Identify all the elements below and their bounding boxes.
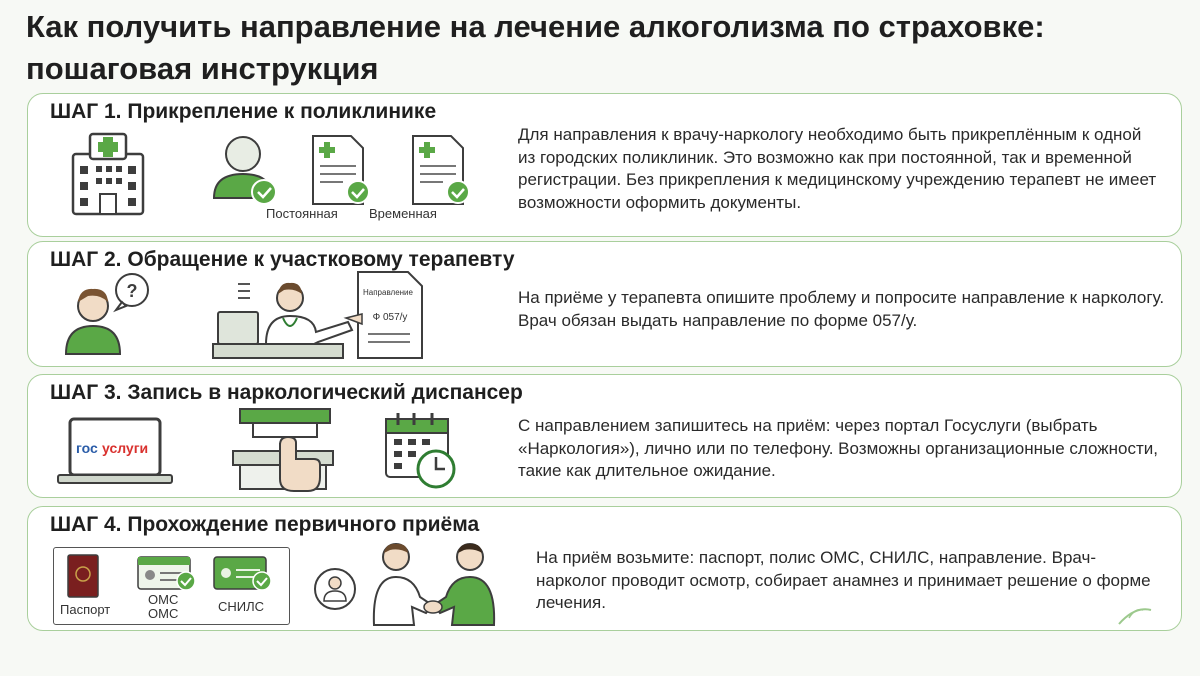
svg-text:?: ? <box>127 281 138 301</box>
caption-snils: СНИЛС <box>218 599 265 614</box>
passport-icon <box>67 554 99 598</box>
step-4-title: ШАГ 4. Прохождение первичного приёма <box>50 513 480 536</box>
doctor-badge-icon <box>314 568 356 610</box>
referral-document-icon: Направление Ф 057/у <box>343 271 423 359</box>
step-4-text: На приём возьмите: паспорт, полис ОМС, С… <box>536 548 1151 612</box>
caption-permanent: Постоянная <box>266 206 338 221</box>
step-4-illustrations <box>67 543 496 626</box>
gosuslugi-logo-part2: услуги <box>102 440 148 456</box>
step-3-card: ШАГ 3. Запись в наркологический диспансе… <box>27 374 1182 498</box>
referral-form: Ф 057/у <box>373 312 408 323</box>
step-3-text: С направлением запишитесь на приём: чере… <box>518 416 1158 480</box>
snils-card-icon <box>213 556 272 591</box>
step-2-card: ШАГ 2. Обращение к участковому терапевту… <box>27 241 1182 367</box>
caption-oms-2: ОМС <box>148 606 179 621</box>
referral-label: Направление <box>363 288 414 297</box>
step-2-text: На приёме у терапевта опишите проблему и… <box>518 288 1165 330</box>
doctor-desk-icon <box>212 282 354 359</box>
gosuslugi-logo-part1: гос <box>76 440 98 456</box>
step-3-illustrations: гос услуги <box>57 408 456 492</box>
step-1-illustrations <box>71 132 470 216</box>
caption-oms-1: ОМС <box>148 592 179 607</box>
user-check-icon <box>212 136 277 205</box>
handshake-icon <box>372 543 496 626</box>
leaf-decoration-icon <box>1118 608 1152 625</box>
page-title-line-1: Как получить направление на лечение алко… <box>26 9 1045 44</box>
caption-passport: Паспорт <box>60 602 111 617</box>
reception-bell-icon <box>232 408 334 492</box>
page-title-line-2: пошаговая инструкция <box>26 51 379 86</box>
page-title: Как получить направление на лечение алко… <box>26 6 1186 90</box>
caption-temporary: Временная <box>369 206 437 221</box>
laptop-gosuslugi-icon: гос услуги <box>57 417 173 484</box>
step-1-title: ШАГ 1. Прикрепление к поликлинике <box>50 100 437 123</box>
oms-card-icon <box>137 556 196 591</box>
document-check-icon <box>312 135 370 205</box>
step-4-card: ШАГ 4. Прохождение первичного приёма <box>27 506 1182 631</box>
document-check-icon <box>412 135 470 205</box>
step-1-text: Для направления к врачу-наркологу необхо… <box>518 125 1157 212</box>
step-1-card: ШАГ 1. Прикрепление к поликлинике <box>27 93 1182 237</box>
step-2-title: ШАГ 2. Обращение к участковому терапевту <box>50 248 515 271</box>
patient-question-icon: ? <box>64 273 149 355</box>
calendar-clock-icon <box>385 413 456 489</box>
step-3-title: ШАГ 3. Запись в наркологический диспансе… <box>50 381 523 404</box>
step-2-illustrations: ? Направление Ф 057/у <box>64 271 423 359</box>
hospital-icon <box>71 132 145 216</box>
